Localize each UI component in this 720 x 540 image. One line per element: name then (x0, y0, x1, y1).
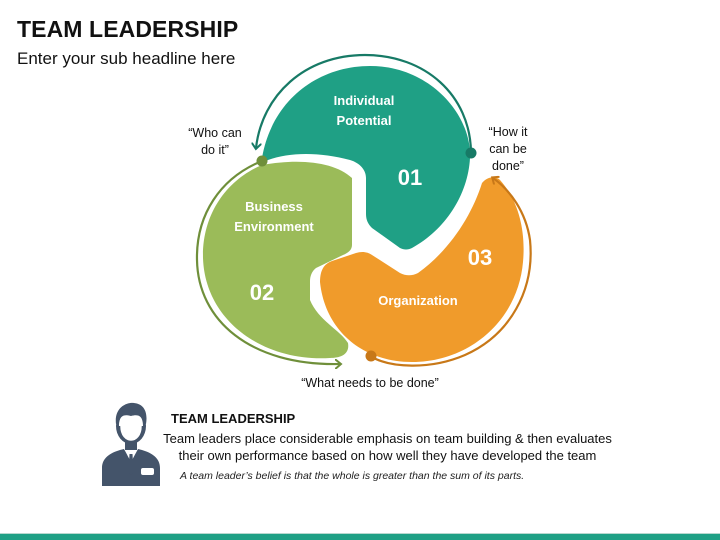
quote-how-line1: “How it (488, 125, 528, 139)
segment-02-green (202, 161, 352, 359)
segment-03-orange (320, 177, 524, 362)
segment-01-number: 01 (397, 165, 423, 190)
segment-01-label-line1: Individual (333, 93, 395, 108)
green-arrow-dot (256, 155, 268, 167)
segment-01-label: Individual Potential (318, 91, 410, 131)
info-body-line1: Team leaders place considerable emphasis… (163, 431, 612, 446)
quote-how-line3: done” (492, 159, 524, 173)
segment-01-teal (261, 66, 471, 250)
quote-who-line1: “Who can (188, 126, 242, 140)
footer-bar (0, 534, 720, 540)
segment-03-label: Organization (378, 293, 458, 308)
quote-who-can-do-it: “Who can do it” (180, 125, 250, 159)
slide-title: TEAM LEADERSHIP (17, 16, 239, 42)
info-quote: A team leader’s belief is that the whole… (180, 470, 525, 482)
segment-02-number: 02 (249, 280, 275, 305)
slide-subtitle: Enter your sub headline here (17, 49, 236, 68)
teal-cycle-arrow (256, 53, 473, 153)
info-title: TEAM LEADERSHIP (171, 411, 296, 426)
segment-02-label: Business Environment (222, 197, 326, 237)
info-body-line2: their own performance based on how well … (178, 448, 597, 463)
green-cycle-arrow (195, 159, 340, 364)
segment-02-label-line2: Environment (234, 219, 314, 234)
quote-how-line2: can be (489, 142, 527, 156)
info-body: Team leaders place considerable emphasis… (160, 430, 615, 464)
businessman-icon (102, 402, 160, 486)
quote-who-line2: do it” (201, 143, 229, 157)
orange-cycle-arrow (369, 178, 532, 367)
quote-what-needs-to-be-done: “What needs to be done” (301, 376, 439, 390)
segment-01-label-line2: Potential (336, 113, 392, 128)
segment-03-number: 03 (467, 245, 493, 270)
segment-02-label-line1: Business (245, 199, 303, 214)
orange-arrow-dot (365, 350, 377, 362)
quote-how-it-can-be-done: “How it can be done” (480, 124, 536, 175)
footer-divider (0, 533, 720, 534)
teal-arrow-dot (465, 147, 477, 159)
